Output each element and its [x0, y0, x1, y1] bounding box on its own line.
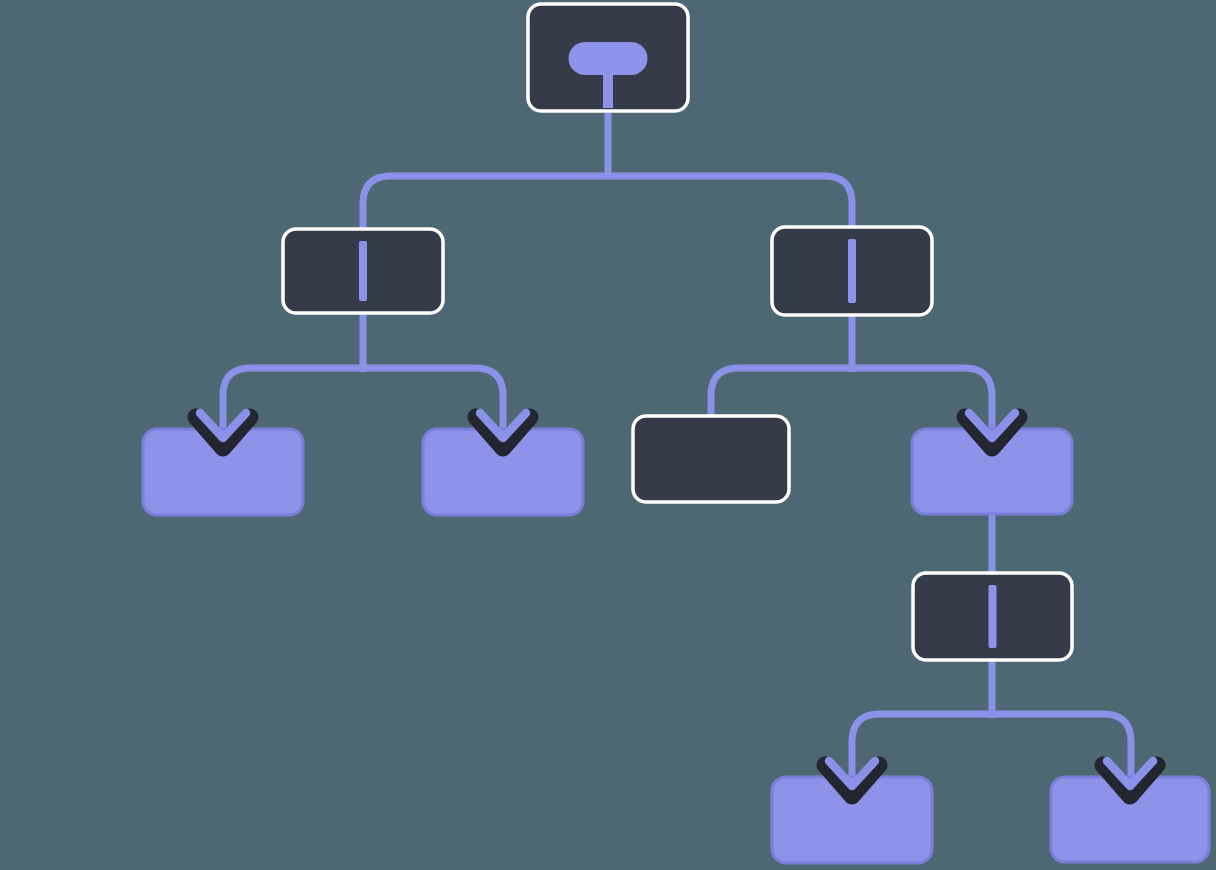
- pass-through-bar-icon: [848, 239, 856, 303]
- edge-root-to-branches: [359, 109, 856, 230]
- edge-branch-right-to-children: [707, 313, 996, 435]
- leaf-node-right[interactable]: [910, 427, 1074, 516]
- leaf-node-left-1[interactable]: [141, 427, 305, 517]
- chevron-down-icon: [475, 408, 531, 443]
- glyphs-layer: [359, 42, 997, 648]
- chevron-down-shadow-icon: [1094, 756, 1166, 805]
- chevron-down-shadow-icon: [816, 756, 888, 805]
- chevron-down-icon: [824, 756, 880, 791]
- chevron-down-icon: [1102, 756, 1158, 791]
- connectors-layer: [219, 109, 1135, 783]
- chevron-down-shadow-icon: [467, 408, 539, 457]
- edge-branch-left-to-leaves: [219, 311, 507, 435]
- leaf-node-bottom-2[interactable]: [1049, 775, 1211, 864]
- chevron-down-shadow-icon: [187, 408, 259, 457]
- leaf-node-bottom-1[interactable]: [770, 775, 934, 865]
- nodes-layer: [141, 2, 1211, 865]
- edge-subbranch-to-leaves: [848, 658, 1135, 783]
- pass-through-bar-icon: [988, 585, 997, 648]
- arrows-layer: [187, 408, 1166, 805]
- leaf-node-left-2[interactable]: [421, 427, 585, 517]
- chevron-down-icon: [964, 408, 1020, 443]
- root-pill-icon: [568, 42, 648, 75]
- chevron-down-shadow-icon: [956, 408, 1028, 457]
- child-node-right-dark[interactable]: [631, 414, 791, 504]
- chevron-down-icon: [195, 408, 251, 443]
- pass-through-bar-icon: [359, 241, 367, 301]
- root-pill-stem: [603, 72, 613, 108]
